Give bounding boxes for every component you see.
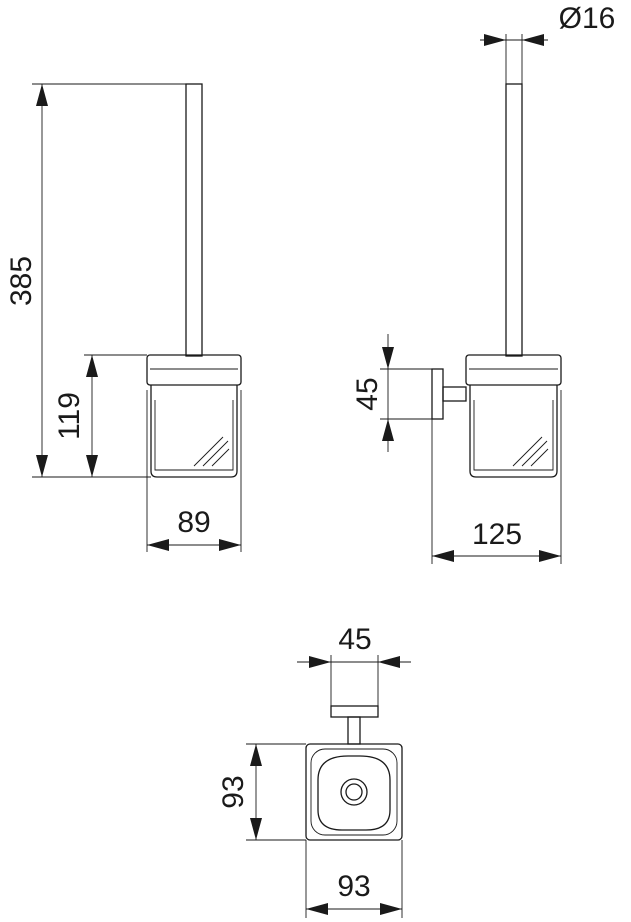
front-brush-rod bbox=[185, 83, 203, 357]
front-glass-hatch-1 bbox=[193, 436, 224, 467]
dim-93h-label: 93 bbox=[337, 870, 370, 903]
dim-119-label: 119 bbox=[53, 392, 86, 440]
top-cup-outline bbox=[317, 755, 391, 831]
side-glass-inner bbox=[473, 400, 554, 471]
dim-45v-arrow-top bbox=[382, 347, 394, 369]
side-wall-plate bbox=[431, 368, 444, 420]
dim-45v-arrow-bottom bbox=[382, 419, 394, 441]
dim-119-arrow-bottom bbox=[86, 455, 98, 477]
dim-385-arrow-top bbox=[36, 84, 48, 106]
dim-125-label: 125 bbox=[472, 518, 522, 551]
dim-93v-arrow-bottom bbox=[250, 818, 262, 840]
dim-89-arrow-right bbox=[219, 539, 241, 551]
front-lid bbox=[146, 354, 242, 386]
side-glass-hatch-2 bbox=[521, 440, 548, 467]
top-rod-inner bbox=[345, 783, 363, 801]
top-holder-outer bbox=[305, 743, 403, 841]
side-lid bbox=[465, 354, 562, 386]
dim-93h-arrow-right bbox=[380, 903, 402, 915]
front-glass-hatch-2 bbox=[202, 440, 229, 467]
top-view: 45 93 93 bbox=[217, 623, 411, 918]
front-glass-hatch-3 bbox=[211, 448, 230, 467]
dim-45h-label: 45 bbox=[338, 623, 371, 656]
front-glass-inner bbox=[154, 400, 234, 471]
dim-93v-label: 93 bbox=[217, 775, 250, 808]
top-wall-plate bbox=[330, 705, 379, 718]
top-holder-inner bbox=[310, 748, 398, 836]
front-glass bbox=[150, 385, 238, 478]
side-brush-rod bbox=[505, 83, 523, 357]
dim-45h-arrow-right bbox=[378, 656, 400, 668]
dim-125-arrow-right bbox=[539, 550, 561, 562]
dim-385-label: 385 bbox=[5, 256, 38, 306]
front-view: 385 119 89 bbox=[5, 83, 242, 552]
dim-45v-label: 45 bbox=[351, 377, 384, 410]
side-mount-arm bbox=[442, 386, 467, 402]
side-glass-hatch-1 bbox=[512, 436, 543, 467]
dim-93v-arrow-top bbox=[250, 744, 262, 766]
dim-385-arrow-bottom bbox=[36, 455, 48, 477]
side-glass bbox=[469, 385, 558, 478]
dim-45h-arrow-left bbox=[309, 656, 331, 668]
dim-119-arrow-top bbox=[86, 355, 98, 377]
dim-16-arrow-right bbox=[522, 34, 544, 46]
dim-16-label: Ø16 bbox=[559, 2, 616, 35]
dim-89-label: 89 bbox=[177, 506, 210, 539]
side-glass-hatch-3 bbox=[530, 448, 549, 467]
top-mount-arm bbox=[347, 716, 361, 745]
side-view: Ø16 45 125 bbox=[351, 2, 615, 564]
dim-93h-arrow-left bbox=[306, 903, 328, 915]
top-rod-outer bbox=[340, 778, 368, 806]
dim-16-arrow-left bbox=[484, 34, 506, 46]
dim-89-arrow-left bbox=[147, 539, 169, 551]
dim-125-arrow-left bbox=[432, 550, 454, 562]
